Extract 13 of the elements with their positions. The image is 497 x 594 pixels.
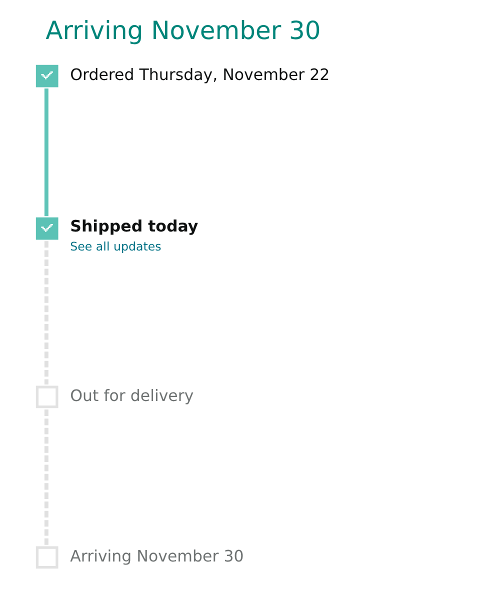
node-tick (35, 217, 58, 240)
node-tick (35, 64, 58, 88)
node-box (35, 386, 58, 408)
node-label: Arriving November 30 (70, 546, 244, 566)
node-box (35, 546, 58, 569)
node-label: Out for delivery (70, 386, 194, 406)
diagram-title: Arriving November 30 (45, 16, 320, 45)
connector (44, 241, 48, 384)
node-label: See all updates (70, 240, 161, 254)
node-label: Shipped today (70, 216, 198, 236)
connector (44, 88, 48, 216)
connector (44, 409, 48, 545)
node-label: Ordered Thursday, November 22 (70, 65, 330, 84)
